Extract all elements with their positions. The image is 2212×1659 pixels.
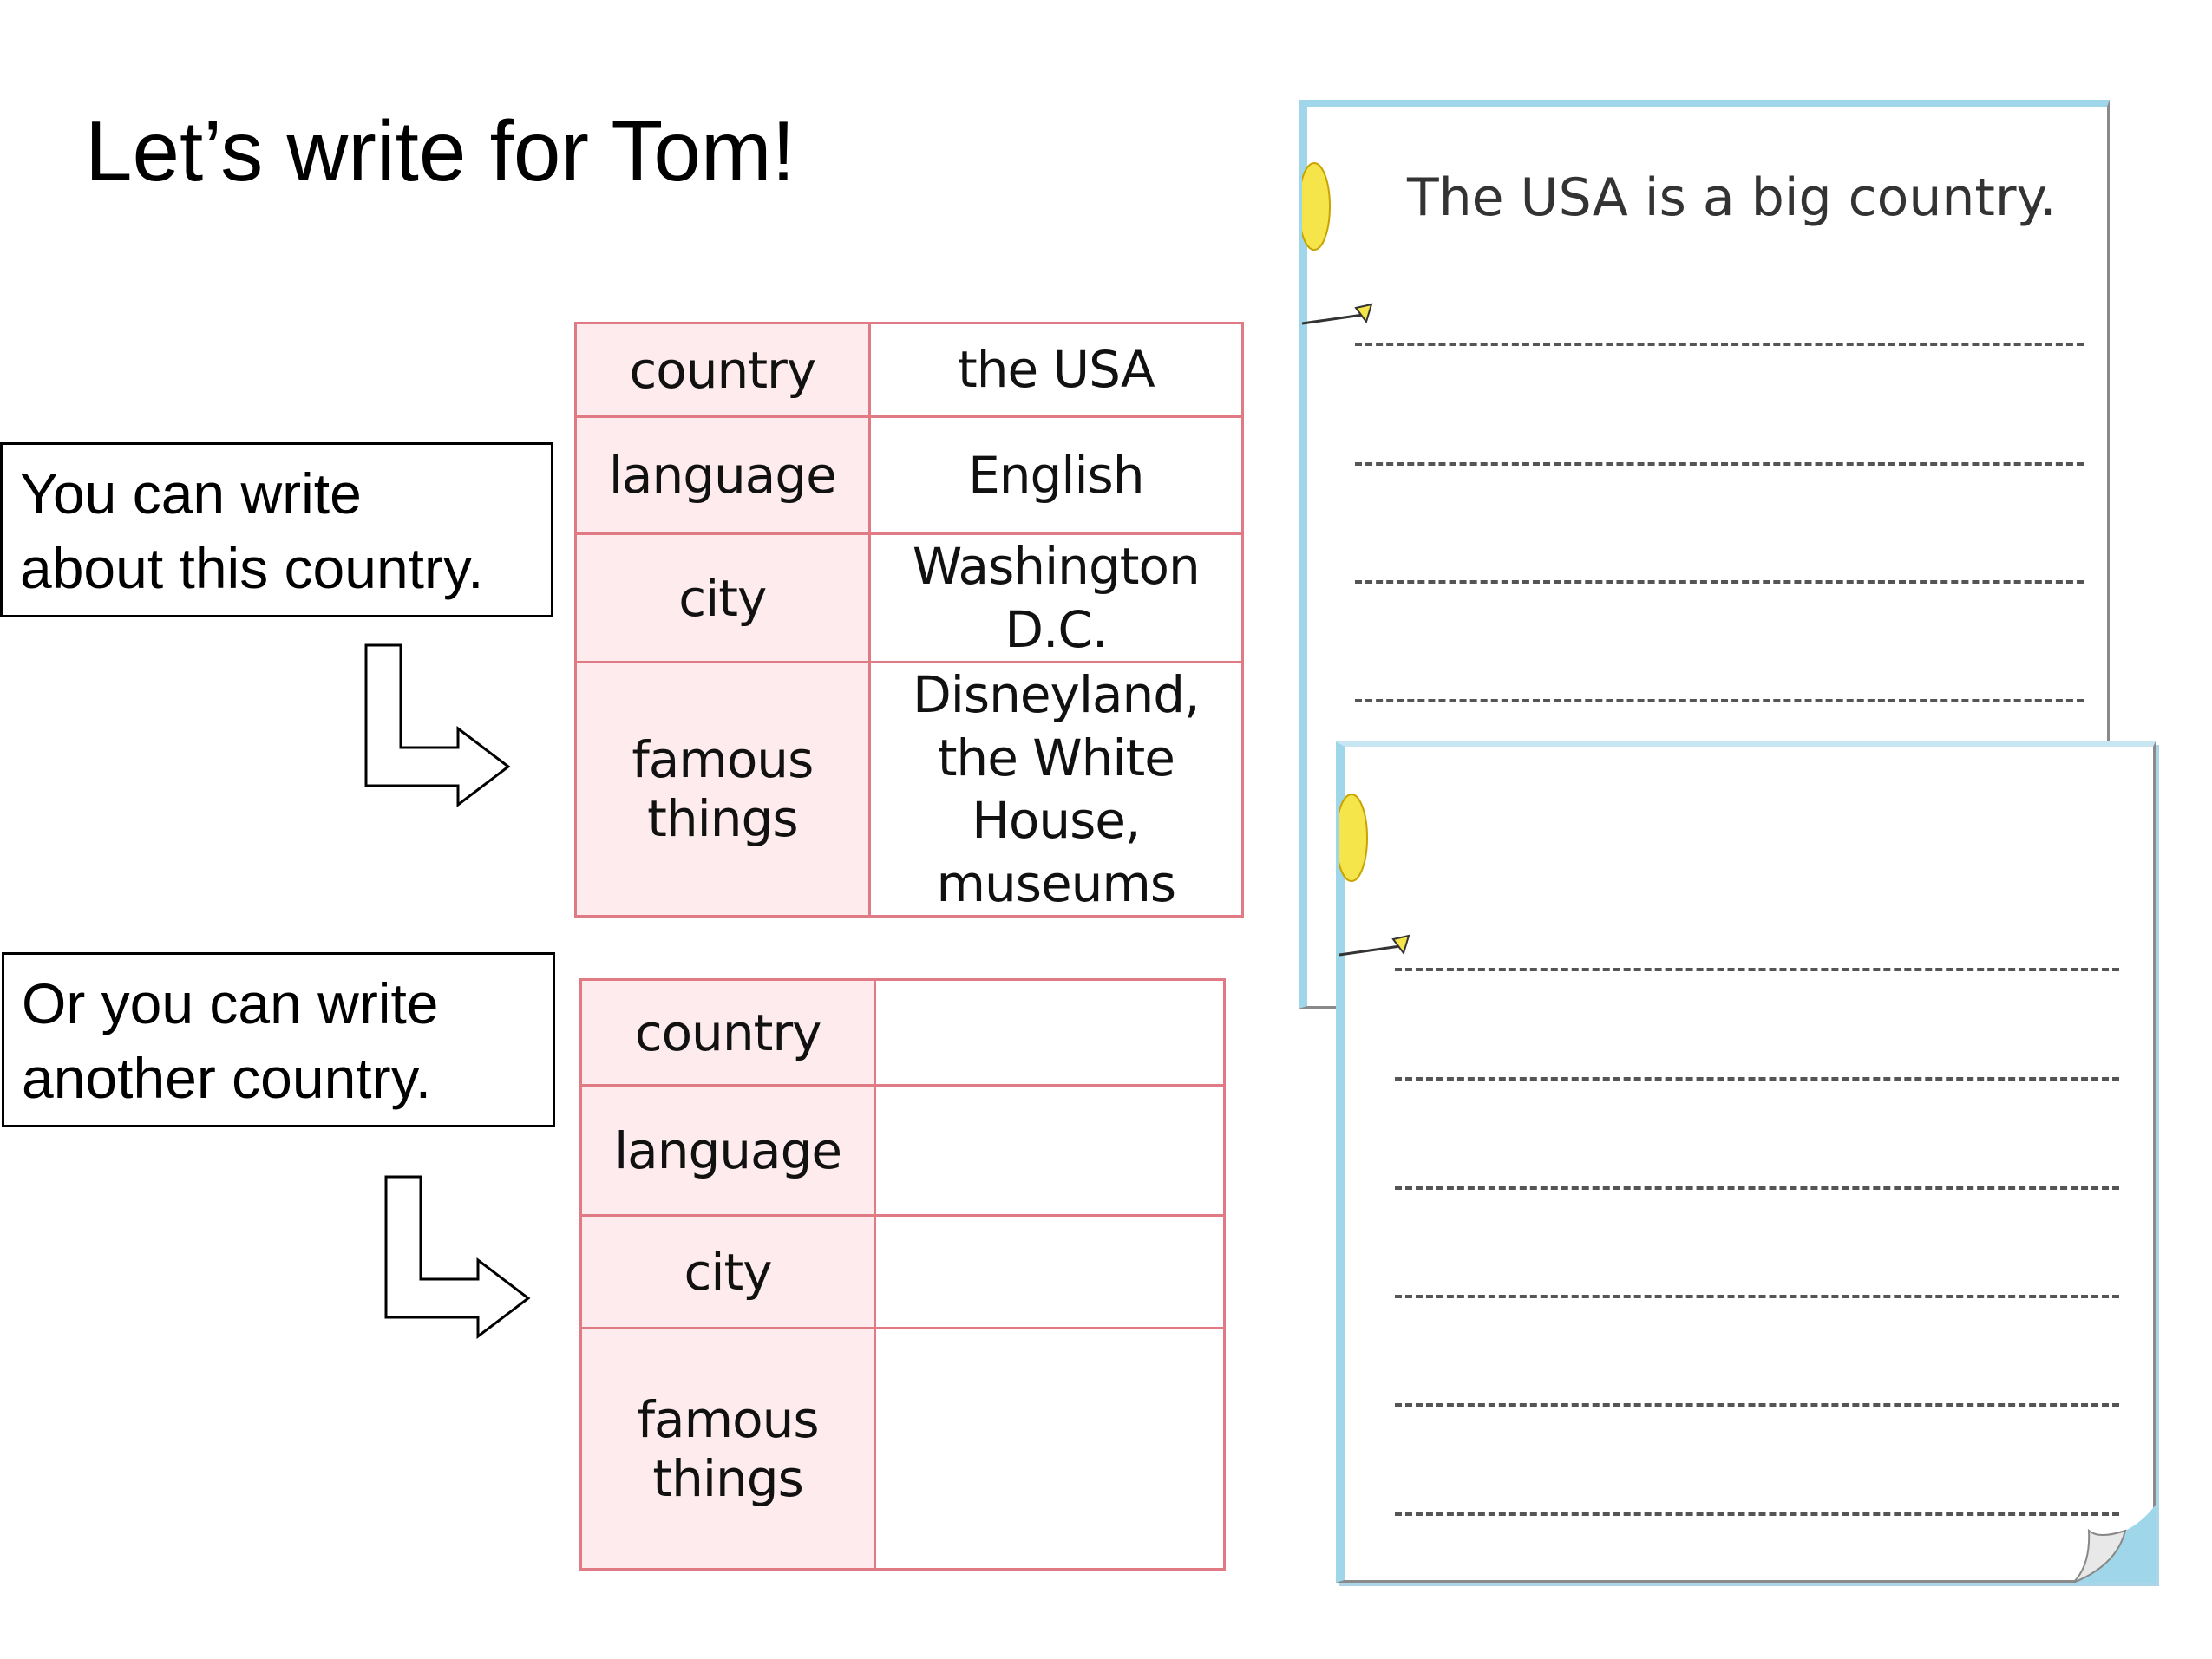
table-key-cell: city <box>579 1214 877 1329</box>
writing-line[interactable] <box>1355 462 2084 466</box>
table-key-cell: country <box>579 978 877 1087</box>
instruction-line: You can write <box>20 461 362 526</box>
value-line: museums <box>936 853 1177 913</box>
table-row: famous things Disneyland, the White Hous… <box>574 661 1245 918</box>
table-key-cell: language <box>579 1084 877 1217</box>
sheet-first-line: The USA is a big country. <box>1407 167 2057 228</box>
table-value-cell-empty[interactable] <box>874 1084 1226 1217</box>
page-title: Let’s write for Tom! <box>85 103 795 199</box>
page-curl-icon <box>2072 1505 2156 1583</box>
bent-arrow-icon <box>384 1175 531 1340</box>
table-key-cell: country <box>574 322 871 418</box>
value-line: Disneyland, <box>913 665 1200 724</box>
country-info-table-blank: country language city famous things <box>579 978 1226 1571</box>
table-key-cell: famous things <box>574 661 871 918</box>
value-line: the White House, <box>937 728 1175 851</box>
instruction-box-another-country: Or you can write another country. <box>2 952 555 1127</box>
writing-sheet-front <box>1336 741 2156 1583</box>
writing-line[interactable] <box>1355 343 2084 346</box>
writing-line[interactable] <box>1395 1512 2119 1516</box>
table-value-cell-empty[interactable] <box>874 1214 1226 1329</box>
writing-line[interactable] <box>1395 968 2119 971</box>
table-row: famous things <box>579 1327 1226 1571</box>
table-value-cell-empty[interactable] <box>874 978 1226 1087</box>
table-value-cell: the USA <box>867 322 1245 418</box>
table-row: city Washington D.C. <box>574 532 1245 663</box>
writing-line[interactable] <box>1395 1295 2119 1298</box>
writing-line[interactable] <box>1355 699 2084 702</box>
instruction-line: Or you can write <box>22 971 439 1035</box>
table-row: language <box>579 1084 1226 1217</box>
bent-arrow-icon <box>364 643 511 808</box>
table-value-cell: Disneyland, the White House, museums <box>867 661 1245 918</box>
pencil-cartoon-icon <box>1302 162 1373 325</box>
writing-line[interactable] <box>1355 580 2084 584</box>
table-value-cell: English <box>867 415 1245 535</box>
table-key-cell: city <box>574 532 871 663</box>
table-key-cell: language <box>574 415 871 535</box>
table-row: country <box>579 978 1226 1087</box>
country-info-table-filled: country the USA language English city Wa… <box>574 322 1245 918</box>
table-key-cell: famous things <box>579 1327 877 1571</box>
table-value-cell: Washington D.C. <box>867 532 1245 663</box>
table-row: country the USA <box>574 322 1245 418</box>
writing-line[interactable] <box>1395 1186 2119 1190</box>
table-row: language English <box>574 415 1245 535</box>
pencil-cartoon-icon <box>1339 794 1410 957</box>
writing-line[interactable] <box>1395 1403 2119 1407</box>
instruction-box-this-country: You can write about this country. <box>0 442 553 617</box>
table-row: city <box>579 1214 1226 1329</box>
writing-line[interactable] <box>1395 1077 2119 1081</box>
instruction-line: another country. <box>22 1045 432 1110</box>
instruction-line: about this country. <box>20 535 484 600</box>
table-value-cell-empty[interactable] <box>874 1327 1226 1571</box>
